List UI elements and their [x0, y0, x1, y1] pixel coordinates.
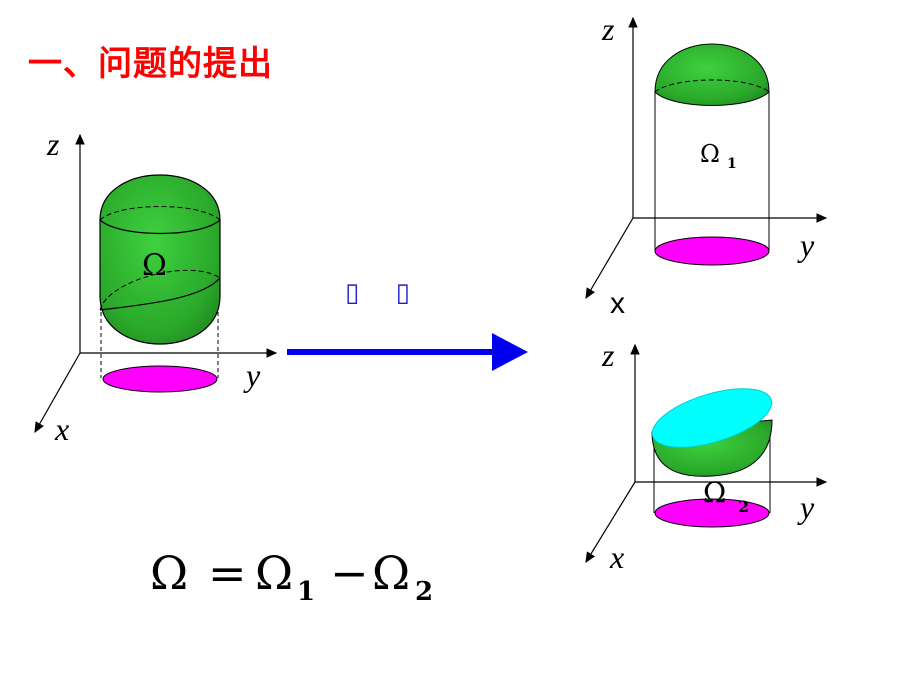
- top-dome-cap: [654, 43, 770, 106]
- main-y-label: y: [243, 357, 261, 393]
- main-base-disk: [102, 365, 218, 393]
- top-z-label: z: [601, 11, 615, 47]
- formula: Ω = Ω 1 − Ω 2: [150, 546, 433, 607]
- main-z-label: z: [46, 126, 60, 162]
- top-x-label: x: [610, 287, 625, 320]
- formula-term2: Ω: [372, 546, 410, 600]
- bottom-base-disk: [654, 498, 770, 528]
- slide-title: 一、问题的提出: [28, 44, 273, 84]
- bottom-region-subscript: 2: [738, 497, 749, 516]
- bottom-diagram: z y x Ω 2: [585, 337, 828, 575]
- bottom-z-label: z: [601, 337, 615, 373]
- formula-term1: Ω: [255, 546, 293, 600]
- main-x-label: x: [54, 411, 69, 447]
- main-lower-rim-front: [99, 277, 221, 311]
- transform-arrow: [287, 333, 528, 371]
- formula-minus: −: [330, 546, 369, 600]
- main-region-label: Ω: [142, 248, 167, 283]
- top-region-label: Ω: [700, 140, 720, 168]
- main-upper-rim-front: [99, 219, 221, 235]
- main-upper-rim-back: [99, 206, 221, 221]
- arrow-label: ▯ ▯: [345, 278, 424, 308]
- formula-sub2: 2: [415, 577, 433, 607]
- top-y-label: y: [797, 227, 815, 263]
- main-x-axis: [34, 352, 81, 434]
- main-lower-rim-back: [99, 269, 221, 311]
- bottom-x-axis: [585, 481, 636, 564]
- bottom-cyan-cap: [651, 388, 773, 448]
- top-dome-rim-back: [654, 79, 770, 93]
- top-base-disk: [654, 236, 770, 266]
- top-region-subscript: 1: [727, 156, 737, 172]
- main-solid: [99, 174, 221, 345]
- top-diagram: z y x Ω 1: [585, 11, 828, 320]
- formula-equals: =: [208, 546, 247, 600]
- main-diagram: z y x Ω: [34, 126, 278, 447]
- bottom-x-label: x: [609, 539, 624, 575]
- bottom-region-label: Ω: [703, 476, 726, 509]
- arrow-head: [492, 333, 528, 371]
- top-x-axis: [585, 217, 634, 300]
- formula-lhs: Ω: [150, 546, 188, 600]
- bottom-y-label: y: [797, 489, 815, 525]
- formula-sub1: 1: [297, 577, 315, 607]
